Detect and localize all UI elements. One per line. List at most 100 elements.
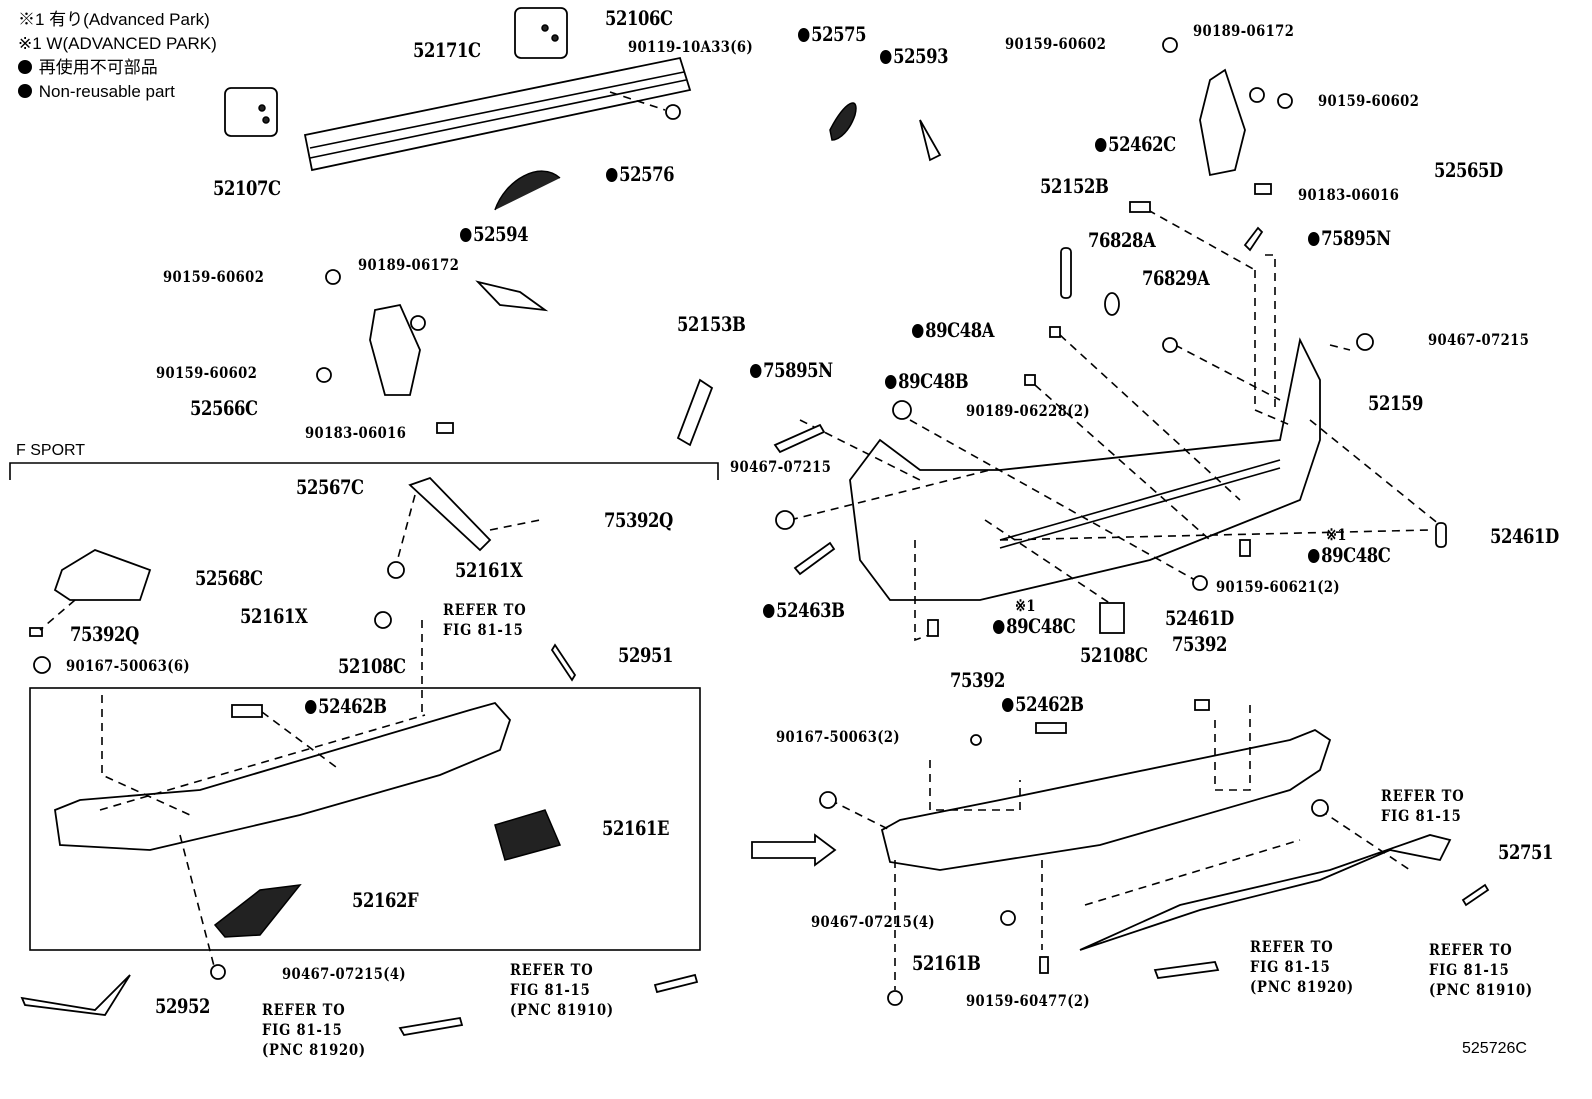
fsport-section-border [9, 462, 719, 951]
seal-part [475, 280, 549, 312]
part-label[interactable]: 52951 [618, 643, 674, 667]
legend-nonreusable-en-text: Non-reusable part [38, 82, 175, 101]
part-label[interactable]: 52161X [240, 604, 308, 628]
nonreusable-dot-icon [305, 700, 317, 714]
part-label[interactable]: 52159 [1368, 391, 1424, 415]
clip-part [919, 119, 942, 162]
part-label[interactable]: 89C48B [885, 371, 969, 391]
part-label[interactable]: 52108C [1080, 643, 1148, 667]
part-label[interactable]: 75895N [1308, 228, 1391, 248]
part-label[interactable]: 52106C [605, 6, 673, 30]
legend-nonreusable-en: Non-reusable part [18, 80, 217, 104]
part-label[interactable]: 76829A [1142, 266, 1210, 290]
part-label[interactable]: 75392Q [70, 622, 139, 646]
part-label[interactable]: 90159-60621(2) [1216, 577, 1341, 596]
section-label-fsport: F SPORT [16, 442, 86, 459]
part-label[interactable]: 52152B [1040, 174, 1109, 198]
part-label[interactable]: 52594 [460, 224, 529, 244]
nonreusable-dot-icon [763, 604, 775, 618]
bumper-reinforcement-part [303, 56, 692, 172]
nonreusable-dot-icon [18, 84, 32, 98]
part-label[interactable]: 90159-60602 [1318, 91, 1420, 110]
nonreusable-dot-icon [1002, 698, 1014, 712]
mark-1-annotation: ※1 [1326, 525, 1347, 544]
nonreusable-dot-icon [1308, 232, 1320, 246]
part-label[interactable]: 76828A [1088, 228, 1156, 252]
fastener-parts [773, 201, 1447, 637]
legend: ※1 有り(Advanced Park) ※1 W(ADVANCED PARK)… [18, 8, 217, 104]
part-label[interactable]: 90467-07215(4) [282, 964, 407, 983]
part-label[interactable]: 90189-06172 [358, 255, 460, 274]
part-label[interactable]: 52171C [413, 38, 481, 62]
nonreusable-dot-icon [993, 620, 1005, 634]
part-label[interactable]: 52461D [1165, 606, 1234, 630]
part-label[interactable]: 52593 [880, 46, 949, 66]
nonreusable-dot-icon [1308, 549, 1320, 563]
part-label[interactable]: 90467-07215(4) [811, 912, 936, 931]
part-label[interactable]: 52153B [677, 312, 746, 336]
part-label[interactable]: 52567C [296, 475, 364, 499]
part-label[interactable]: 90189-06228(2) [966, 401, 1091, 420]
part-label[interactable]: 52108C [338, 654, 406, 678]
part-label[interactable]: 90167-50063(2) [776, 727, 901, 746]
retainer-strip-part [494, 170, 561, 211]
part-label[interactable]: 52161E [602, 816, 670, 840]
part-label[interactable]: 90183-06016 [305, 423, 407, 442]
right-bracket-part [1162, 37, 1293, 195]
fsport-bumper-part [20, 611, 699, 1036]
part-label[interactable]: 52462B [305, 696, 387, 716]
part-label[interactable]: 75392Q [604, 508, 673, 532]
reflector-part [676, 378, 714, 447]
part-label[interactable]: 90183-06016 [1298, 185, 1400, 204]
part-label[interactable]: 52462B [1002, 694, 1084, 714]
part-label[interactable]: 52107C [213, 176, 281, 200]
part-label[interactable]: 52565D [1434, 158, 1503, 182]
part-label[interactable]: 75895N [750, 360, 833, 380]
part-label[interactable]: 90189-06172 [1193, 21, 1295, 40]
part-label[interactable]: 90159-60477(2) [966, 991, 1091, 1010]
part-label[interactable]: 52576 [606, 164, 675, 184]
wire-harness-part [829, 102, 857, 141]
part-label[interactable]: 52161B [912, 951, 981, 975]
part-label[interactable]: 52162F [352, 888, 419, 912]
part-label[interactable]: 52566C [190, 396, 258, 420]
part-label[interactable]: 52751 [1498, 840, 1554, 864]
part-label[interactable]: 89C48C [993, 616, 1076, 636]
mark-1-annotation: ※1 [1015, 596, 1036, 615]
illustration-code: 525726C [1462, 1040, 1527, 1057]
part-label[interactable]: 90159-60602 [1005, 34, 1107, 53]
part-label[interactable]: 90119-10A33(6) [628, 37, 754, 56]
part-label[interactable]: 52575 [798, 24, 867, 44]
part-label[interactable]: 75392 [1172, 632, 1228, 656]
part-label[interactable]: 52461D [1490, 524, 1559, 548]
part-label[interactable]: 89C48A [912, 320, 995, 340]
part-label[interactable]: 52463B [763, 600, 845, 620]
part-label[interactable]: 90167-50063(6) [66, 656, 191, 675]
nonreusable-dot-icon [18, 60, 32, 74]
legend-note-en: ※1 W(ADVANCED PARK) [18, 34, 217, 53]
part-label[interactable]: 89C48C [1308, 545, 1391, 565]
part-label[interactable]: 52568C [195, 566, 263, 590]
part-label[interactable]: 90467-07215 [1428, 330, 1530, 349]
nonreusable-dot-icon [750, 364, 762, 378]
part-label[interactable]: 75392 [950, 668, 1006, 692]
part-label[interactable]: 90159-60602 [156, 363, 258, 382]
nonreusable-dot-icon [880, 50, 892, 64]
part-label[interactable]: 90467-07215 [730, 457, 832, 476]
legend-nonreusable-jp-text: 再使用不可部品 [38, 58, 158, 77]
nonreusable-dot-icon [460, 228, 472, 242]
part-label[interactable]: 52462C [1095, 134, 1176, 154]
assembly-leader-lines [789, 209, 1441, 642]
part-label[interactable]: 52952 [155, 994, 211, 1018]
legend-nonreusable-jp: 再使用不可部品 [18, 56, 217, 80]
part-label[interactable]: 90159-60602 [163, 267, 265, 286]
view-arrow-icon [751, 833, 837, 867]
part-label[interactable]: 52161X [455, 558, 523, 582]
